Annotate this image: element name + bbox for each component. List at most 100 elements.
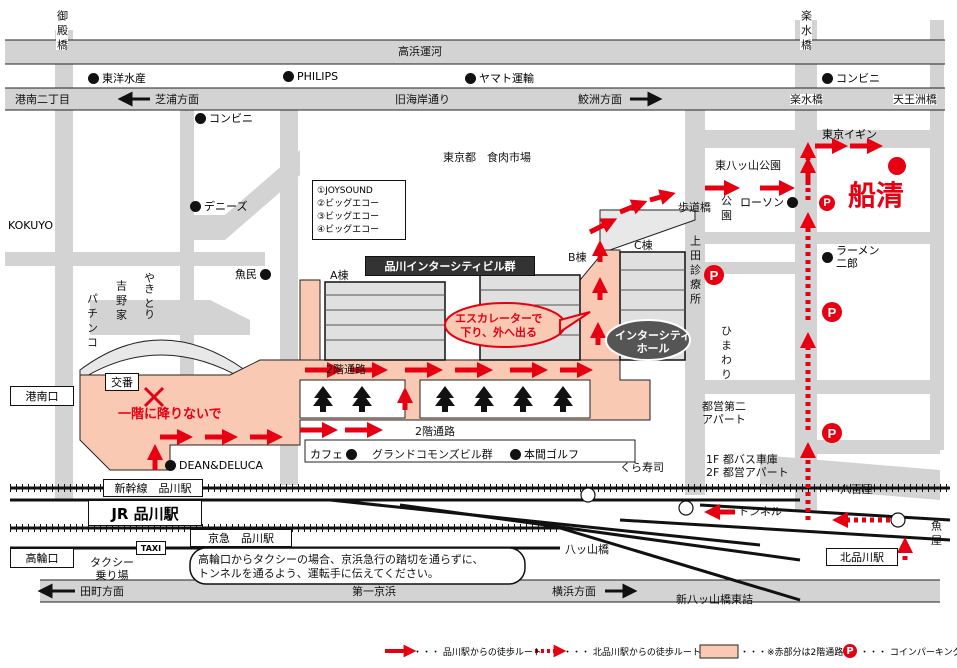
legend-route-kitashinagawa: ・・・ 北品川駅からの徒歩ルート	[563, 647, 701, 658]
shop-label: コンビニ	[836, 72, 880, 85]
karaoke-item: ②ビッグエコー	[317, 198, 380, 209]
park-label: 公 園	[719, 195, 733, 221]
bldg-a-label: A棟	[330, 269, 349, 282]
poi-dot	[195, 112, 206, 124]
dir-shibaura: 芝浦方面	[155, 93, 199, 106]
shop-label: 魚民	[235, 268, 257, 281]
shop-label: カフェ	[310, 448, 343, 461]
shop-label: コンビニ	[209, 112, 253, 125]
kitashinagawa-label: 北品川駅	[826, 548, 898, 566]
shop-label: KOKUYO	[8, 219, 54, 232]
shop-label: PHILIPS	[297, 70, 339, 83]
road-label-kaigan: 旧海岸通り	[395, 93, 450, 106]
corridor-label-2: 2階通路	[415, 425, 455, 438]
koban-box: 交番	[105, 373, 139, 391]
parking-icon: P	[704, 265, 724, 285]
shop-grand: グランドコモンズビル群	[372, 448, 493, 461]
shop-uomin: 魚民	[235, 266, 274, 282]
shop-kokuyo: KOKUYO	[8, 219, 53, 232]
shop-label: ヤマト運輸	[479, 72, 534, 85]
takanawa-exit-label: 高輪口	[10, 548, 74, 568]
poi-dot	[88, 72, 99, 84]
shop-ramen: ラーメン 二郎	[822, 244, 880, 270]
shop-lawson: ローソン	[740, 194, 801, 210]
bridge-konan2: 港南二丁目	[15, 93, 70, 106]
poi-dot	[190, 200, 201, 212]
poi-dot	[822, 251, 833, 263]
poi-dot	[787, 196, 798, 208]
dir-tamachi: 田町方面	[80, 585, 124, 598]
parking-icon: P	[822, 423, 842, 443]
shop-tokyo-inn: 東京イギン	[822, 126, 877, 142]
shop-yakitori: やき とり	[142, 272, 156, 320]
poi-dot	[165, 460, 176, 471]
bridge-yatsuyama: 八ッ山橋	[565, 543, 609, 556]
shop-toei2: 都営第二 アパート	[702, 400, 746, 427]
shop-label: ローソン	[740, 196, 784, 209]
shop-label: デニーズ	[204, 200, 248, 213]
market-label: 東京都 食肉市場	[443, 151, 531, 164]
legend-route-shinagawa: ・・・ 品川駅からの徒歩ルート	[413, 647, 542, 658]
walkway-bridge-label: 歩道橋	[678, 201, 711, 214]
keikyu-station-label: 京急 品川駅	[190, 529, 292, 547]
bridge-shinyatsuyama: 新八ッ山橋東詰	[676, 593, 753, 606]
shop-honma: 本間ゴルフ	[510, 446, 579, 462]
dir-samezu: 鮫洲方面	[578, 93, 622, 106]
shop-conv2: コンビニ	[822, 70, 880, 86]
bldg-b-label: B棟	[568, 251, 587, 264]
no-downstairs-note: 一階に降りないで	[118, 407, 222, 422]
shop-bus-garage: 1F 都バス車庫 2F 都営アパート	[706, 453, 789, 480]
shop-yoshinoya: 吉 野 家	[114, 280, 128, 320]
roads	[5, 20, 945, 602]
shop-label: DEAN&DELUCA	[179, 459, 264, 472]
shop-label: 東京イギン	[822, 128, 877, 141]
road-daiichikeihin: 第一京浜	[352, 585, 396, 598]
poi-dot	[465, 72, 476, 84]
shop-dennys: デニーズ	[190, 198, 247, 214]
shop-label: 本間ゴルフ	[524, 448, 579, 461]
corridor-label-1: 2階通路	[326, 363, 366, 376]
taxi-note: 高輪口からタクシーの場合、京浜急行の踏切を通らずに、 トンネルを通るよう、運転手…	[198, 553, 484, 581]
bridge-rakusui-top: 楽 水 橋	[799, 10, 813, 50]
taxi-stand-label: タクシー 乗り場	[90, 556, 134, 583]
shop-kura: くら寿司	[620, 461, 664, 474]
shop-fish: 魚 屋	[929, 520, 943, 546]
karaoke-item: ③ビッグエコー	[317, 211, 380, 222]
bridge-goten: 御 殿 橋	[55, 10, 69, 50]
shop-yaoya: 八百屋	[840, 483, 873, 496]
escalator-note: エスカレーターで 下り、外へ出る	[455, 312, 543, 339]
shop-dean: DEAN&DELUCA	[165, 459, 263, 472]
bridge-tennozu: 天王洲橋	[893, 93, 937, 106]
park-east-label: 東八ッ山公園	[715, 159, 781, 172]
shop-cafe: カフェ	[310, 446, 360, 462]
legend-coin-parking: ・・・ コインパーキング	[860, 647, 957, 658]
karaoke-item: ④ビッグエコー	[317, 224, 380, 235]
shop-label: ラーメン 二郎	[836, 244, 880, 271]
bridge-rakusui: 楽水橋	[790, 93, 823, 106]
poi-dot	[510, 448, 521, 460]
poi-dot	[822, 72, 833, 84]
parking-icon: P	[819, 195, 835, 211]
jr-station-label: JR 品川駅	[88, 500, 202, 526]
tunnel-label: トンネル	[738, 505, 782, 518]
shop-toyo-suisan: 東洋水産	[88, 70, 146, 86]
shop-pachinko: パ チ ン コ	[85, 293, 99, 348]
shinkansen-label: 新幹線 品川駅	[103, 479, 203, 497]
legend-second-floor: ・・・※赤部分は2階通路	[740, 647, 844, 658]
bldg-c-label: C棟	[634, 239, 653, 252]
shop-label: 東洋水産	[102, 72, 146, 85]
shop-clinic: 上 田 診 療 所	[688, 235, 702, 304]
road-label-takahama: 高浜運河	[398, 45, 442, 58]
parking-icon: P	[822, 302, 842, 322]
shop-philips: PHILIPS	[283, 70, 338, 83]
shop-yamato: ヤマト運輸	[465, 70, 534, 86]
konan-exit-label: 港南口	[10, 386, 74, 406]
poi-dot	[260, 268, 271, 280]
building-group-label: 品川インターシティビル群	[365, 256, 535, 276]
destination-label: 船清	[848, 179, 905, 212]
karaoke-item: ①JOYSOUND	[317, 185, 373, 196]
shop-himawari: ひ ま わ り	[719, 325, 733, 380]
taxi-sign: TAXI	[136, 541, 166, 555]
